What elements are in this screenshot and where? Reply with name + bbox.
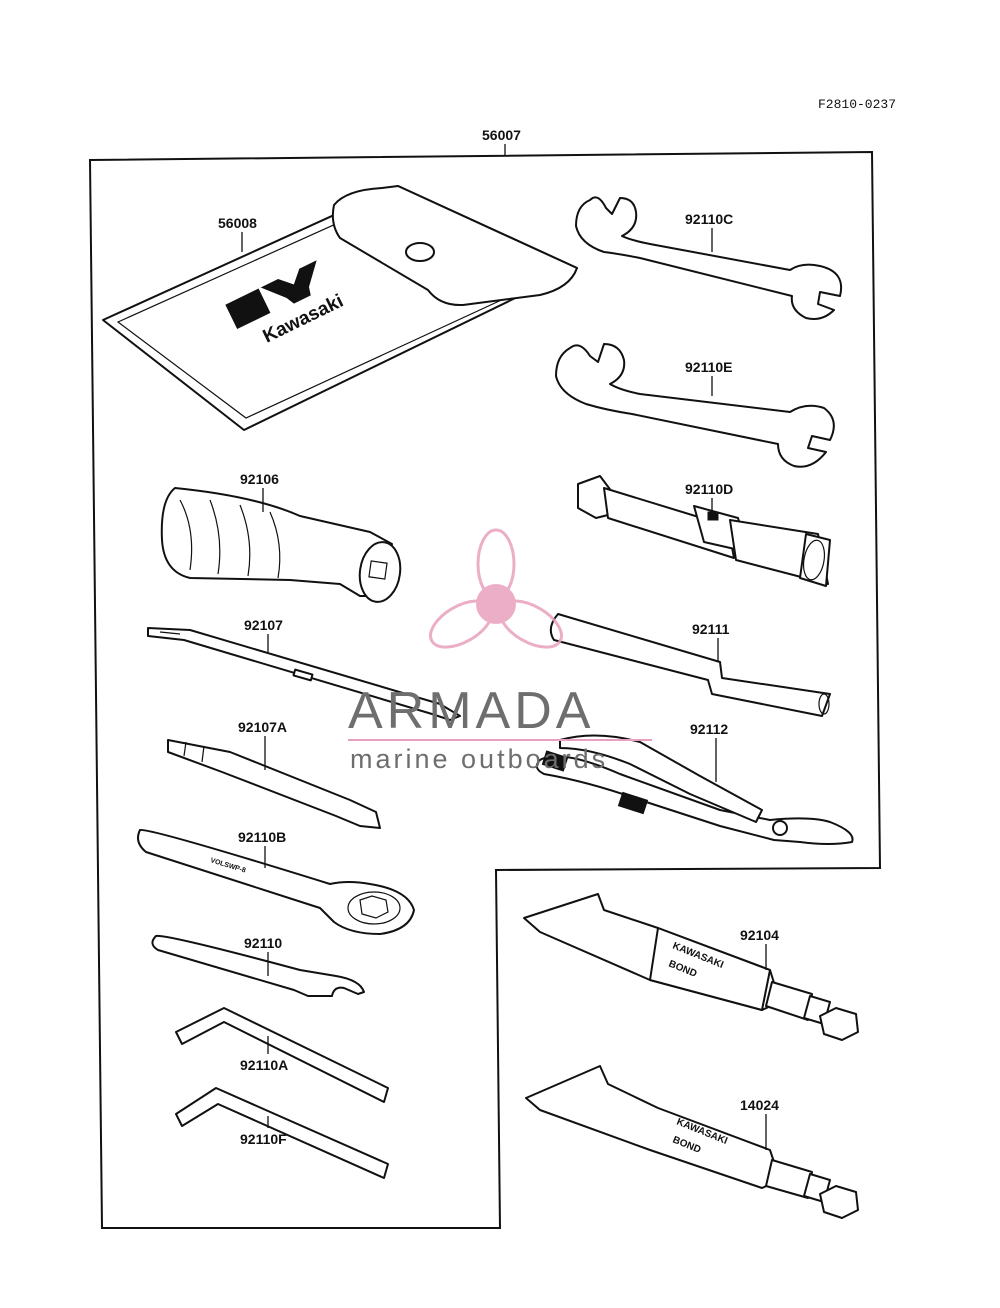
watermark-subtitle: marine outboards xyxy=(350,744,608,774)
label-92104: 92104 xyxy=(740,927,779,943)
bond-tube-92104: KAWASAKI BOND xyxy=(523,893,859,1041)
label-56007: 56007 xyxy=(482,127,521,143)
label-92110C: 92110C xyxy=(685,211,733,227)
hex-key-92110F xyxy=(175,1087,389,1179)
pliers-92112 xyxy=(535,734,854,845)
figure-code: F2810-0237 xyxy=(818,97,896,112)
label-92107: 92107 xyxy=(244,617,283,633)
propeller-logo-icon xyxy=(429,528,563,649)
label-92110: 92110 xyxy=(244,935,282,951)
label-92111: 92111 xyxy=(692,621,730,637)
bond-tube-14024: KAWASAKI BOND xyxy=(525,1065,859,1219)
box-spanner-92110D xyxy=(577,475,831,587)
watermark: ARMADA marine outboards xyxy=(348,528,652,774)
label-92112: 92112 xyxy=(690,721,728,737)
label-92110A: 92110A xyxy=(240,1057,288,1073)
screwdriver-92107 xyxy=(147,627,461,721)
wrench-92110C xyxy=(575,196,842,320)
tool-pouch: Kawasaki xyxy=(102,185,578,431)
label-92110D: 92110D xyxy=(685,481,733,497)
label-92110F: 92110F xyxy=(240,1131,287,1147)
wrench-92110E xyxy=(555,343,835,468)
kit-boundary xyxy=(88,150,882,1229)
label-92110E: 92110E xyxy=(685,359,733,375)
ring-spanner-92110B: VOLSWP-8 xyxy=(137,828,415,935)
screwdriver-92107A xyxy=(167,739,381,829)
label-14024: 14024 xyxy=(740,1097,779,1113)
hook-spanner-92110 xyxy=(151,934,365,997)
watermark-title: ARMADA xyxy=(348,682,594,740)
label-56008: 56008 xyxy=(218,215,257,231)
label-92107A: 92107A xyxy=(238,719,287,735)
screwdriver-handle-92106 xyxy=(160,487,402,603)
label-92106: 92106 xyxy=(240,471,279,487)
hex-key-92110A xyxy=(175,1007,389,1103)
label-92110B: 92110B xyxy=(238,829,286,845)
